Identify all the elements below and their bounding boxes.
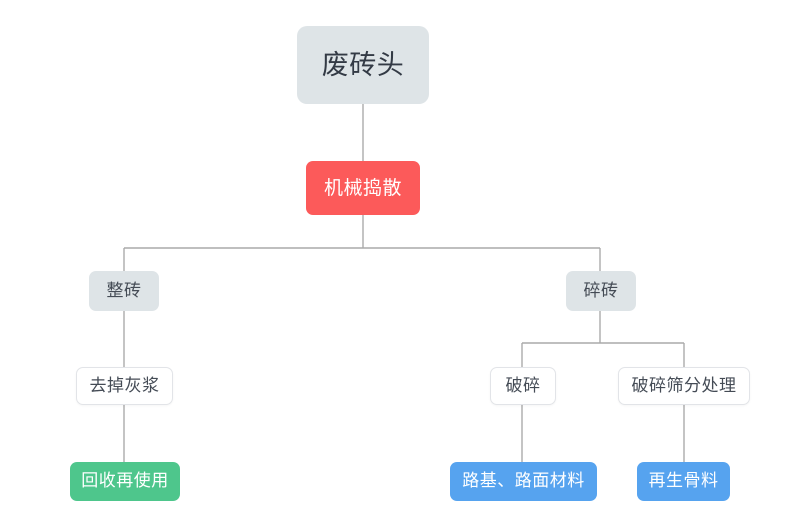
node-broken-brick[interactable]: 碎砖: [566, 271, 636, 311]
node-crush-screen[interactable]: 破碎筛分处理: [618, 367, 750, 405]
edge-broken-to-crush: [521, 311, 684, 367]
node-roadbed-material[interactable]: 路基、路面材料: [450, 462, 597, 501]
node-recycled-aggregate[interactable]: 再生骨料: [637, 462, 730, 501]
node-mechanical-loosen[interactable]: 机械捣散: [306, 161, 420, 215]
node-whole-brick[interactable]: 整砖: [89, 271, 159, 311]
node-recycle-reuse[interactable]: 回收再使用: [70, 462, 180, 501]
node-waste-brick[interactable]: 废砖头: [297, 26, 429, 104]
edge-loosen-to-whole: [123, 215, 600, 271]
node-remove-mortar[interactable]: 去掉灰浆: [76, 367, 173, 405]
node-crush[interactable]: 破碎: [490, 367, 556, 405]
